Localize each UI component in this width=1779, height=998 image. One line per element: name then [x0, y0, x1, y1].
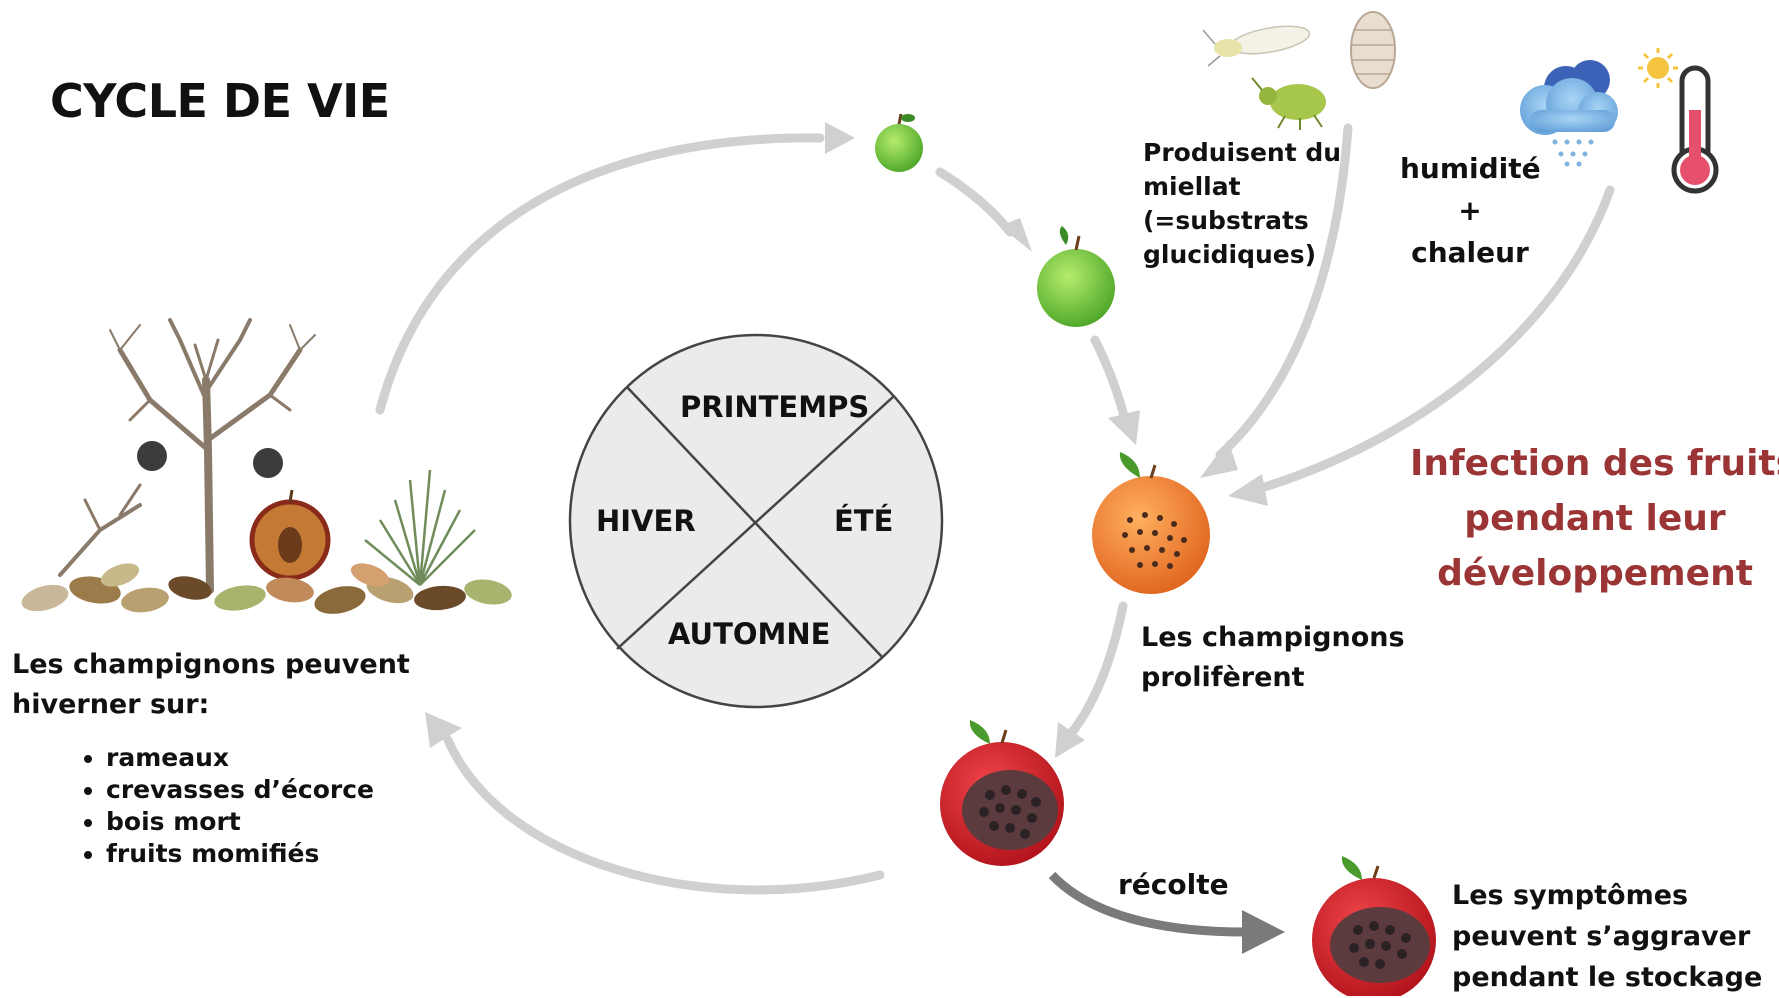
list-item: bois mort: [106, 806, 374, 838]
red-rotten-apple-icon: [940, 720, 1064, 866]
harvest-arrow: [1048, 871, 1285, 954]
season-disc: [568, 333, 944, 709]
list-item: fruits momifiés: [106, 838, 374, 870]
page-title: CYCLE DE VIE: [50, 74, 390, 128]
list-item: rameaux: [106, 742, 374, 774]
sun-icon: [1638, 48, 1678, 88]
fallen-leaves: [21, 563, 512, 614]
mealybug-icon: [1350, 11, 1396, 89]
infection-heading: Infection des fruits pendant leur dévelo…: [1410, 443, 1779, 594]
overwinter-heading: Les champignons peuvent hiverner sur:: [12, 649, 410, 720]
mummified-fruits: [137, 441, 283, 478]
honeydew-label: Produisent du miellat (=substrats glucid…: [1143, 138, 1342, 269]
bare-tree-icon: [58, 318, 316, 594]
rotten-apple-half-icon: [249, 489, 331, 581]
season-autumn-label: AUTOMNE: [668, 617, 831, 651]
orange-infected-apple-icon: [1092, 452, 1210, 594]
stored-rotten-apple-icon: [1312, 856, 1436, 996]
harvest-label: récolte: [1118, 868, 1229, 901]
rain-cloud-icon: [1520, 60, 1618, 167]
whitefly-icon: [1202, 25, 1311, 67]
young-apple-icon: [875, 113, 923, 172]
overwinter-sites-list: rameaux crevasses d’écorce bois mort fru…: [82, 742, 374, 870]
green-apple-icon: [1037, 226, 1115, 327]
climate-label: humidité + chaleur: [1400, 152, 1541, 269]
aphid-icon: [1251, 77, 1326, 130]
grass-icon: [364, 469, 476, 586]
season-winter-label: HIVER: [596, 504, 696, 538]
season-spring-label: PRINTEMPS: [680, 390, 870, 424]
cycle-arrows: [375, 122, 1615, 895]
thermometer-icon: [1671, 65, 1719, 194]
proliferation-label: Les champignons prolifèrent: [1141, 622, 1405, 693]
list-item: crevasses d’écorce: [106, 774, 374, 806]
season-summer-label: ÉTÉ: [834, 504, 894, 538]
storage-symptoms-label: Les symptômes peuvent s’aggraver pendant…: [1452, 880, 1763, 993]
